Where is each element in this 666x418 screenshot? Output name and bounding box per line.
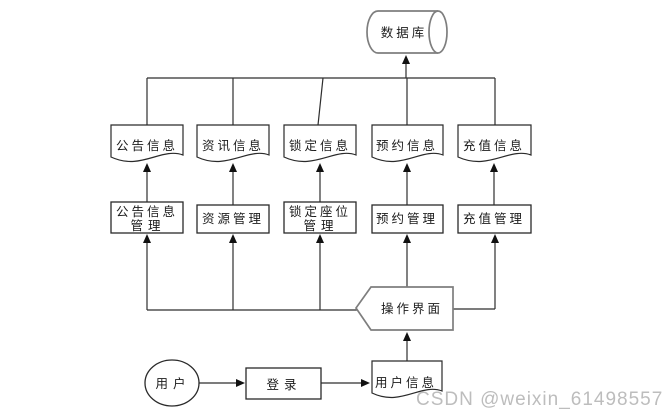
recharge-mgmt-label: 充值管理	[463, 211, 525, 226]
lock-seat-mgmt-label-line1: 锁定座位	[289, 204, 351, 219]
user-label: 用户	[155, 376, 190, 391]
user-info-label: 用户信息	[375, 375, 437, 390]
rect-shape	[283, 201, 357, 234]
resource-mgmt-label: 资源管理	[202, 211, 264, 226]
arrowhead-to-announcement-mgmt	[143, 234, 151, 243]
arrowhead-to-recharge-mgmt	[491, 234, 499, 243]
document-shape	[371, 124, 444, 162]
document-shape	[110, 124, 184, 162]
database-cylinder-cap	[428, 10, 448, 54]
rect-shape	[457, 204, 532, 234]
info-doc-announcement: 公告信息	[110, 124, 184, 162]
arrowhead-to-announcement-info	[143, 163, 151, 172]
mgmt-to-doc-shafts	[146, 172, 495, 205]
login-label: 登录	[266, 377, 301, 392]
arrowhead-to-reservation-mgmt	[403, 234, 411, 243]
operation-interface-label: 操作界面	[381, 301, 443, 316]
arrowhead-to-lock-info	[316, 163, 324, 172]
database-cylinder-body	[366, 10, 438, 54]
announcement-info-label: 公告信息	[116, 138, 178, 153]
recharge-info-label: 充值信息	[463, 138, 525, 153]
rect-shape	[196, 204, 270, 234]
info-doc-recharge: 充值信息	[457, 124, 532, 162]
mgmt-box-lock-seat: 锁定座位 管理	[283, 201, 357, 234]
login-node: 登录	[245, 367, 322, 400]
arrowhead-to-recharge-info	[490, 163, 498, 172]
arrowhead-to-interface	[403, 332, 411, 341]
connector-lines	[143, 55, 499, 387]
operation-interface-node: 操作界面	[354, 286, 454, 331]
document-shape	[457, 124, 532, 162]
top-bus-line	[146, 64, 496, 126]
rect-shape	[245, 367, 322, 400]
display-shape	[354, 286, 454, 331]
reservation-mgmt-label: 预约管理	[376, 211, 438, 226]
info-doc-reservation: 预约信息	[371, 124, 444, 162]
arrowhead-to-lock-seat-mgmt	[316, 234, 324, 243]
csdn-watermark: CSDN @weixin_61498557	[416, 389, 664, 410]
lock-info-label: 锁定信息	[289, 138, 351, 153]
reservation-info-label: 预约信息	[376, 138, 438, 153]
mgmt-box-reservation: 预约管理	[371, 204, 444, 234]
document-shape	[371, 360, 443, 398]
arrowhead-to-login	[236, 379, 245, 387]
arrowhead-to-news-info	[229, 163, 237, 172]
announcement-mgmt-label-line1: 公告信息	[116, 204, 178, 219]
info-doc-lock: 锁定信息	[283, 124, 357, 162]
mgmt-box-recharge: 充值管理	[457, 204, 532, 234]
user-info-node: 用户信息	[371, 360, 443, 398]
arrowhead-to-database	[402, 55, 410, 64]
lock-seat-mgmt-label-line2: 管理	[303, 218, 338, 233]
user-node: 用户	[144, 359, 200, 407]
arrowhead-to-userinfo	[361, 379, 370, 387]
database-label: 数据库	[381, 25, 428, 40]
rect-shape	[371, 204, 444, 234]
document-shape	[283, 124, 357, 162]
ellipse-shape	[144, 359, 200, 407]
news-info-label: 资讯信息	[202, 138, 264, 153]
rect-shape	[110, 201, 184, 234]
database-node: 数据库	[366, 10, 448, 54]
mgmt-box-announcement: 公告信息 管理	[110, 201, 184, 234]
announcement-mgmt-label-line2: 管理	[130, 218, 165, 233]
arrowhead-to-resource-mgmt	[229, 234, 237, 243]
document-shape	[196, 124, 270, 162]
mgmt-box-resource: 资源管理	[196, 204, 270, 234]
interface-to-mgmt-lines	[146, 243, 496, 311]
arrowhead-to-reservation-info	[403, 163, 411, 172]
info-doc-news: 资讯信息	[196, 124, 270, 162]
